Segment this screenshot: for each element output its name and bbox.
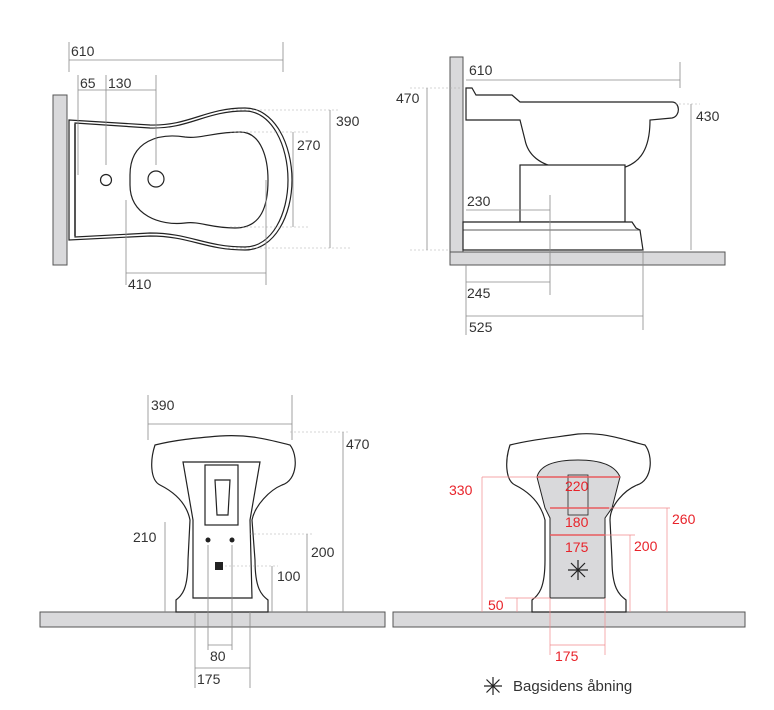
dim-180: 180 (565, 514, 589, 530)
side-view: 610 470 430 230 245 525 (396, 56, 726, 335)
wall (52, 94, 68, 266)
dim-230: 230 (467, 193, 491, 209)
front-view: 390 470 210 200 100 80 175 (39, 395, 386, 688)
dim-610: 610 (469, 62, 493, 78)
dim-80: 80 (210, 648, 226, 664)
floor (449, 251, 726, 266)
dim-175: 175 (197, 671, 221, 687)
dim-390: 390 (336, 113, 360, 129)
dim-200: 200 (634, 538, 658, 554)
dim-525: 525 (469, 319, 493, 335)
dim-50: 50 (488, 597, 504, 613)
tap-hole (99, 173, 113, 187)
floor (392, 611, 746, 628)
dim-175-bottom: 175 (555, 648, 579, 664)
drain-hole (147, 170, 165, 188)
legend-label: Bagsidens åbning (513, 678, 632, 695)
top-view: 610 65 130 390 270 410 (52, 42, 360, 292)
dim-100: 100 (277, 568, 301, 584)
dim-210: 210 (133, 529, 157, 545)
floor (39, 611, 386, 628)
dim-470: 470 (396, 90, 420, 106)
dim-130: 130 (108, 75, 132, 91)
dim-260: 260 (672, 511, 696, 527)
rear-opening-area (536, 459, 621, 599)
dim-270: 270 (297, 137, 321, 153)
dim-65: 65 (80, 75, 96, 91)
dim-220: 220 (565, 478, 589, 494)
asterisk-icon (568, 560, 588, 580)
dim-330: 330 (449, 482, 473, 498)
dim-410: 410 (128, 276, 152, 292)
basin-outline (129, 131, 269, 229)
wall (449, 56, 464, 258)
dim-175: 175 (565, 539, 589, 555)
dim-610: 610 (71, 43, 95, 59)
dim-470: 470 (346, 436, 370, 452)
dim-200: 200 (311, 544, 335, 560)
dim-245: 245 (467, 285, 491, 301)
legend: Bagsidens åbning (484, 677, 632, 695)
bidet-side-outline (465, 87, 679, 171)
dim-430: 430 (696, 108, 720, 124)
dim-390: 390 (151, 397, 175, 413)
asterisk-icon (484, 677, 502, 695)
back-view: 330 220 180 175 260 200 50 175 (392, 433, 746, 664)
